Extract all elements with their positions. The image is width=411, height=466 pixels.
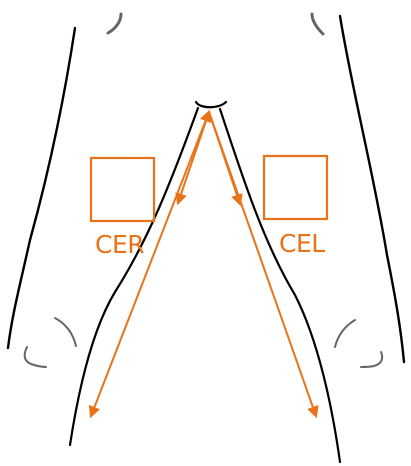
left-region-label: CEL <box>279 229 325 258</box>
navel-cap <box>196 102 226 107</box>
right-body-contour <box>340 16 404 362</box>
right-hip-fold-lower <box>361 352 382 367</box>
right-shoulder-curve <box>312 14 323 34</box>
left-body-contour <box>8 28 75 348</box>
right-region-box <box>91 158 154 221</box>
left-shoulder-curve <box>108 14 121 33</box>
left-hip-fold-lower <box>25 347 46 367</box>
left-short-arrow <box>178 112 209 203</box>
left-region-box <box>264 156 327 219</box>
right-region-label: CER <box>95 230 144 259</box>
left-hip-fold-upper <box>55 318 76 346</box>
right-hip-fold-upper <box>335 320 355 347</box>
right-leg-outer-contour <box>220 109 340 462</box>
